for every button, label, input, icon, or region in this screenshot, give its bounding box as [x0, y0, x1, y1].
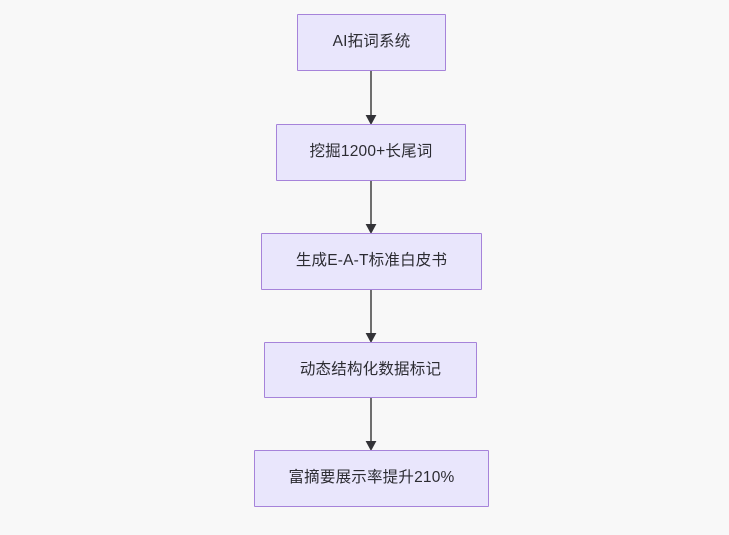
- flow-node-label: AI拓词系统: [332, 33, 411, 51]
- flow-node-generate-eat-whitepaper[interactable]: 生成E-A-T标准白皮书: [261, 233, 482, 290]
- flow-node-label: 富摘要展示率提升210%: [288, 469, 455, 487]
- flow-edge-n1-to-n2: [364, 70, 378, 126]
- flow-node-label: 生成E-A-T标准白皮书: [295, 252, 448, 270]
- flow-node-label: 动态结构化数据标记: [299, 360, 442, 378]
- arrow-down-icon: [365, 289, 377, 343]
- flow-edge-n2-to-n3: [364, 180, 378, 235]
- arrow-down-icon: [365, 180, 377, 234]
- flow-node-rich-snippet-impression-lift[interactable]: 富摘要展示率提升210%: [254, 450, 489, 507]
- flow-node-label: 挖掘1200+长尾词: [309, 143, 433, 161]
- arrow-down-icon: [365, 70, 377, 125]
- arrow-down-icon: [365, 397, 377, 451]
- flow-node-mine-longtail-keywords[interactable]: 挖掘1200+长尾词: [276, 124, 466, 181]
- flow-node-dynamic-structured-data-markup[interactable]: 动态结构化数据标记: [264, 342, 477, 398]
- flow-edge-n3-to-n4: [364, 289, 378, 344]
- flow-edge-n4-to-n5: [364, 397, 378, 452]
- flow-node-ai-keyword-system[interactable]: AI拓词系统: [297, 14, 446, 71]
